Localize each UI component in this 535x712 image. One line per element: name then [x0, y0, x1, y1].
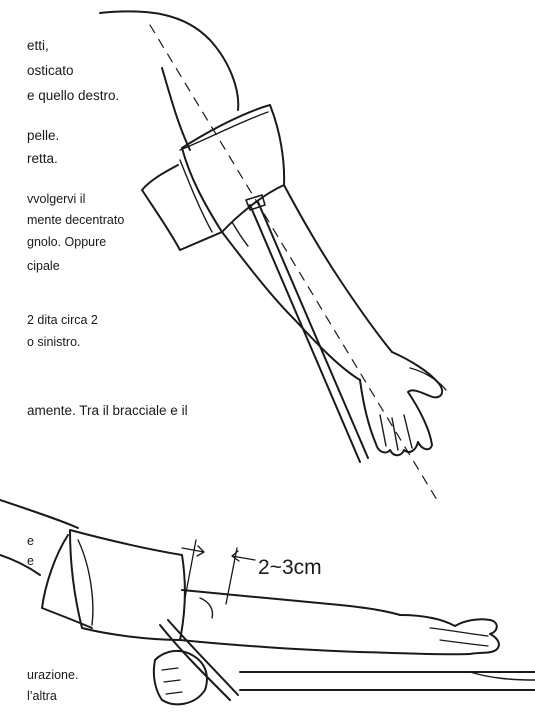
text-line-11: o sinistro.	[27, 334, 81, 350]
upper-arm-back	[162, 68, 190, 150]
lower-tube-a	[160, 625, 230, 700]
lower-fingers	[430, 628, 488, 646]
lower-cuff-flap	[42, 535, 92, 628]
text-line-12: amente. Tra il bracciale e il	[27, 403, 188, 419]
lower-cuff-inner	[78, 540, 93, 625]
lower-tube-b	[168, 620, 238, 695]
arm-axis-dashed	[150, 25, 440, 505]
lower-forearm-bottom	[180, 640, 470, 654]
tube-line-a	[250, 205, 360, 462]
lower-forearm-top	[182, 590, 400, 615]
top-arm-figure	[100, 11, 446, 505]
text-line-4: pelle.	[27, 128, 59, 144]
tube-line-b	[258, 202, 368, 458]
table-curve	[470, 672, 535, 680]
text-line-2: osticato	[27, 63, 74, 79]
text-line-14: e	[27, 553, 34, 569]
elbow-crease	[232, 222, 248, 246]
forearm-lower-edge	[222, 232, 360, 380]
text-line-10: 2 dita circa 2	[27, 312, 98, 328]
lower-body-outline	[0, 555, 40, 575]
text-line-16: l’altra	[27, 688, 57, 704]
other-hand	[154, 651, 207, 704]
text-line-6: vvolgervi il	[27, 191, 85, 207]
lower-cuff-outer	[70, 530, 185, 640]
text-line-1: etti,	[27, 38, 49, 54]
text-line-3: e quello destro.	[27, 88, 119, 104]
text-line-8: gnolo. Oppure	[27, 234, 106, 250]
dimension-label: 2~3cm	[258, 556, 322, 580]
text-line-7: mente decentrato	[27, 212, 124, 228]
cuff-top-edge	[180, 112, 268, 150]
other-hand-fingers	[162, 668, 182, 694]
lower-hand	[400, 615, 499, 654]
cuff-flap-inner	[180, 160, 212, 232]
text-line-9: cipale	[27, 258, 60, 274]
cuff-outer	[182, 105, 284, 232]
text-line-15: urazione.	[27, 667, 78, 683]
cuff-flap	[142, 165, 222, 250]
bottom-arm-figure	[0, 500, 535, 704]
lower-shoulder-outline	[0, 500, 78, 528]
lower-elbow	[200, 598, 213, 618]
text-line-13: e	[27, 533, 34, 549]
text-line-5: retta.	[27, 151, 58, 167]
dim-arrow-right	[232, 551, 255, 561]
